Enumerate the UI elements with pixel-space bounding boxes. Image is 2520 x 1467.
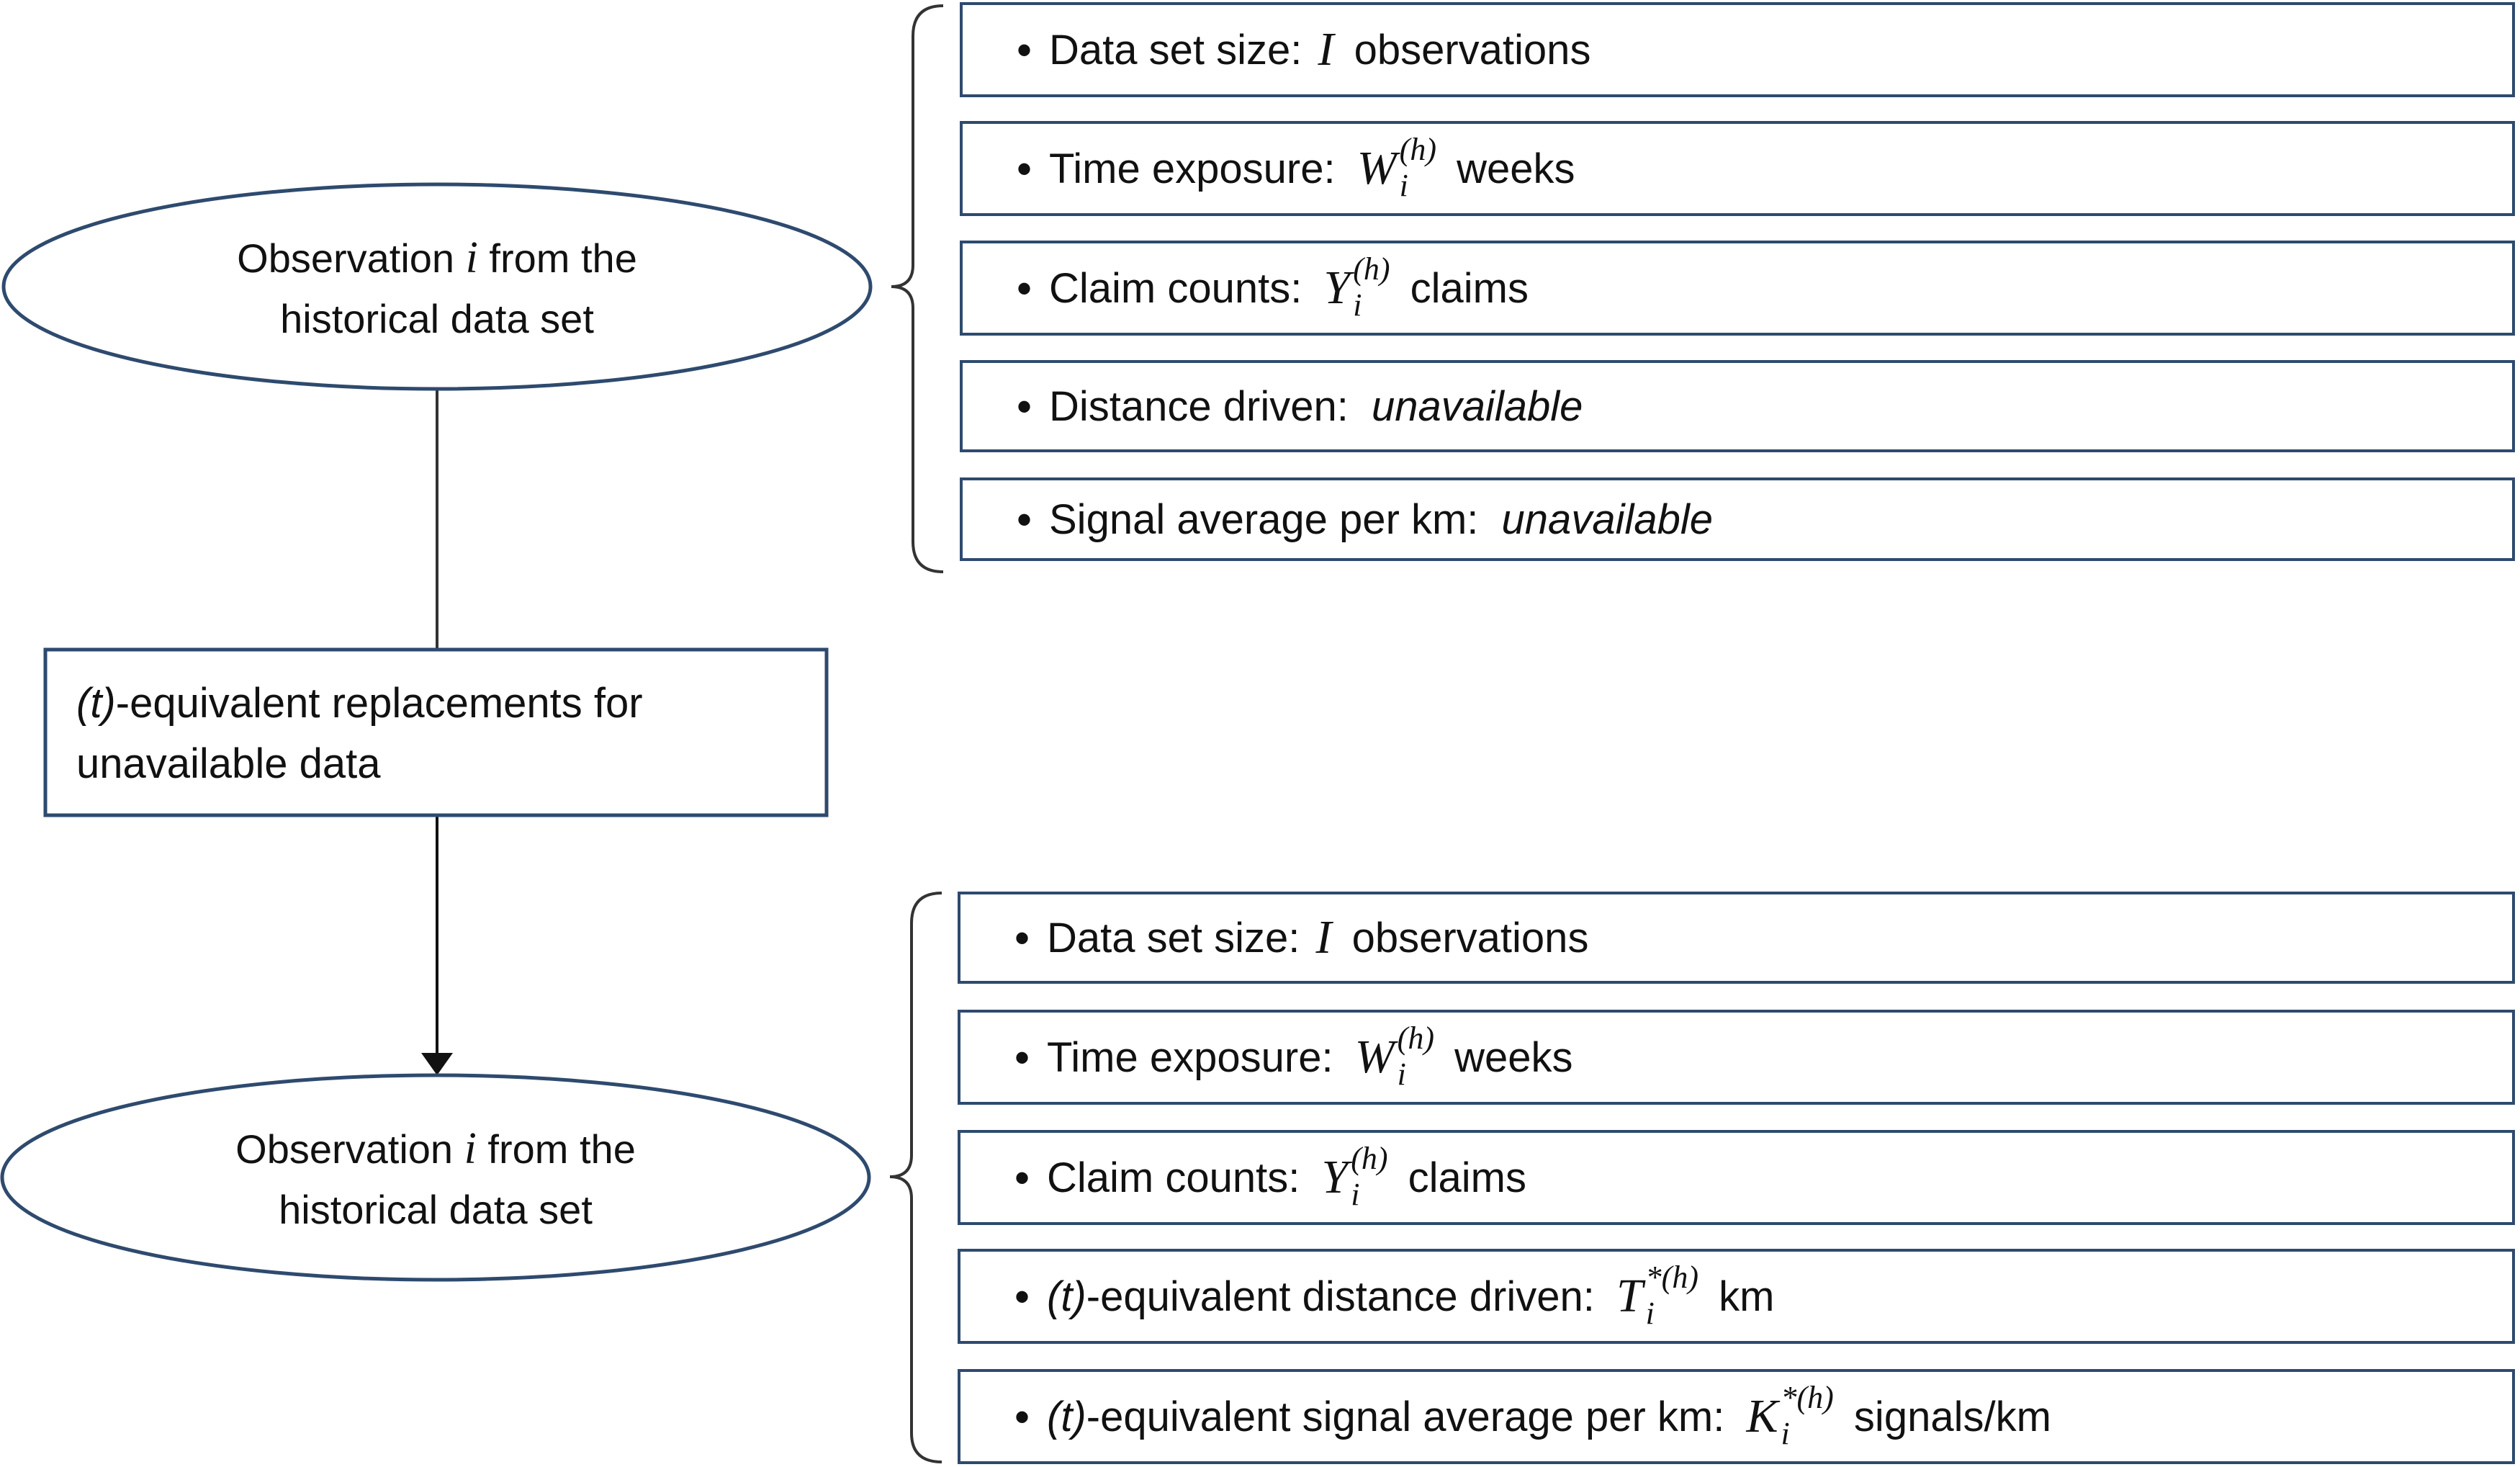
bottom-observation-label-before: Observation — [235, 1126, 464, 1172]
math-symbol: K*(h)i — [1746, 1380, 1834, 1451]
replacement-label-line2: unavailable data — [76, 740, 381, 787]
bullet: • — [1014, 1272, 1030, 1321]
item-text: Time exposure: W(h)i weeks — [1047, 1020, 1573, 1092]
top-item-distance-driven: • Distance driven: unavailable — [960, 360, 2515, 452]
bottom-item-time-exposure: • Time exposure: W(h)i weeks — [958, 1010, 2515, 1105]
item-text: (t)-equivalent distance driven: T*(h)i k… — [1047, 1260, 1775, 1331]
top-item-dataset-size: • Data set size: I observations — [960, 2, 2515, 97]
bottom-observation-label: Observation i from the historical data s… — [76, 1118, 796, 1240]
item-text: Data set size: I observations — [1049, 23, 1591, 76]
bottom-observation-node — [0, 1073, 871, 1282]
bottom-item-claim-counts: • Claim counts: Y(h)i claims — [958, 1130, 2515, 1225]
top-item-claim-counts: • Claim counts: Y(h)i claims — [960, 241, 2515, 336]
top-item-time-exposure: • Time exposure: W(h)i weeks — [960, 121, 2515, 216]
top-observation-label-before: Observation — [237, 235, 466, 281]
bottom-brace — [889, 892, 942, 1463]
replacement-node — [43, 647, 829, 817]
bullet: • — [1014, 913, 1030, 962]
bullet: • — [1016, 495, 1032, 544]
item-text: Claim counts: Y(h)i claims — [1049, 251, 1529, 323]
bottom-observation-label-after: from the — [476, 1126, 636, 1172]
bottom-item-equivalent-signal-average: • (t)-equivalent signal average per km: … — [958, 1369, 2515, 1464]
item-text: Signal average per km: unavailable — [1049, 495, 1714, 543]
bullet: • — [1016, 25, 1032, 74]
item-text: (t)-equivalent signal average per km: K*… — [1047, 1380, 2051, 1451]
observation-index-symbol: i — [464, 1124, 477, 1173]
bullet: • — [1016, 144, 1032, 193]
bullet: • — [1016, 264, 1032, 313]
item-text: Claim counts: Y(h)i claims — [1047, 1141, 1526, 1212]
observation-index-symbol: i — [465, 233, 478, 282]
top-observation-node — [1, 182, 873, 391]
replacement-label-line1: -equivalent replacements for — [115, 680, 643, 727]
bullet: • — [1014, 1153, 1030, 1202]
item-text: Data set size: I observations — [1047, 911, 1589, 964]
bottom-observation-label-line2: historical data set — [279, 1187, 593, 1232]
bullet: • — [1014, 1033, 1030, 1082]
bottom-item-equivalent-distance: • (t)-equivalent distance driven: T*(h)i… — [958, 1249, 2515, 1344]
math-symbol: T*(h)i — [1616, 1260, 1698, 1331]
item-text: Time exposure: W(h)i weeks — [1049, 132, 1575, 203]
top-observation-label-after: from the — [477, 235, 637, 281]
arrowhead — [421, 1053, 453, 1075]
math-symbol: Y(h)i — [1323, 251, 1390, 323]
math-symbol: W(h)i — [1356, 132, 1436, 203]
bullet: • — [1016, 382, 1032, 431]
top-observation-label-line2: historical data set — [280, 296, 594, 341]
item-text: Distance driven: unavailable — [1049, 382, 1583, 430]
top-brace — [891, 4, 944, 573]
math-symbol: I — [1318, 23, 1334, 76]
math-symbol: I — [1315, 911, 1332, 964]
top-item-signal-average: • Signal average per km: unavailable — [960, 477, 2515, 561]
replacement-label: (t)-equivalent replacements for unavaila… — [76, 673, 818, 794]
bottom-item-dataset-size: • Data set size: I observations — [958, 892, 2515, 984]
top-observation-label: Observation i from the historical data s… — [77, 228, 797, 349]
replacement-label-italic: (t) — [76, 680, 116, 727]
bullet: • — [1014, 1392, 1030, 1441]
math-symbol: Y(h)i — [1321, 1141, 1388, 1212]
math-symbol: W(h)i — [1354, 1020, 1434, 1092]
